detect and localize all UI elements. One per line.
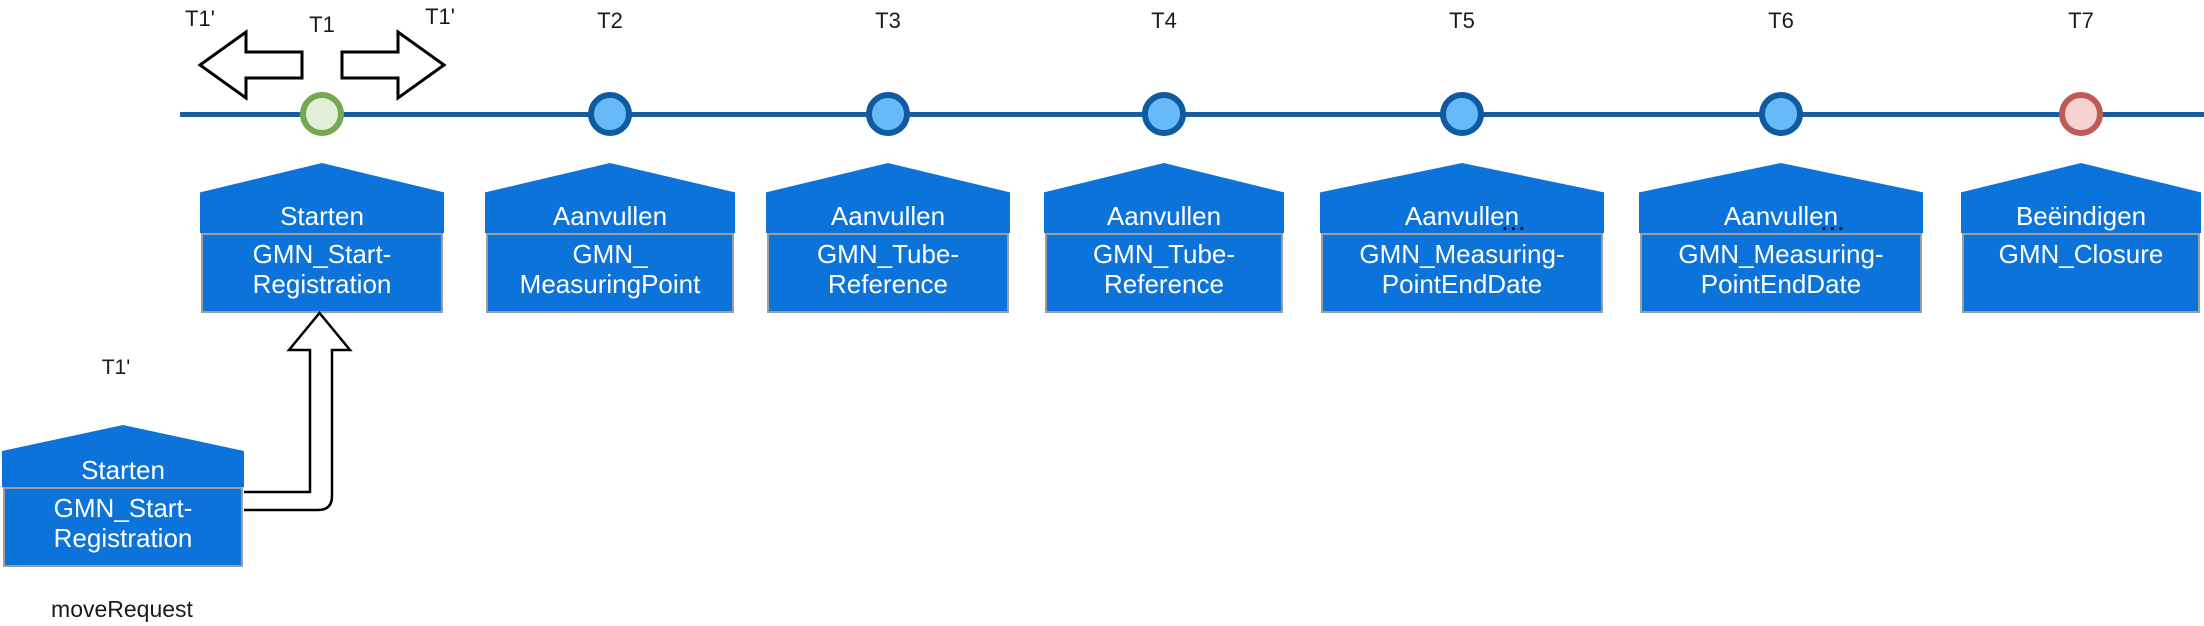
event-shape: Aanvullen GMN_Tube- Reference xyxy=(1044,163,1284,313)
event-marker-circle-blue xyxy=(1142,92,1186,136)
action-label: Aanvullen xyxy=(552,201,668,231)
event-marker-circle-blue xyxy=(588,92,632,136)
event-marker-circle-blue xyxy=(866,92,910,136)
action-label: Aanvullen xyxy=(1723,201,1839,231)
action-label: Aanvullen xyxy=(1106,201,1222,231)
action-label: Starten xyxy=(81,455,165,485)
action-label: Aanvullen xyxy=(1404,201,1520,231)
time-label: T2 xyxy=(597,8,623,33)
pending-move-request-shape: Starten GMN_Start- Registration xyxy=(2,425,244,567)
event-roof: Aanvullen xyxy=(1044,163,1284,233)
code-label: GMN_Start- Registration xyxy=(3,487,243,567)
time-label: T7 xyxy=(2068,8,2094,33)
ellipsis-label: ... xyxy=(1502,213,1528,235)
timeline-axis xyxy=(180,112,2204,117)
code-label: GMN_Tube- Reference xyxy=(1045,233,1283,313)
event-roof: Starten xyxy=(200,163,444,233)
code-label: GMN_Start- Registration xyxy=(201,233,443,313)
move-marker-left-label: T1' xyxy=(185,6,215,31)
code-label: GMN_Measuring- PointEndDate xyxy=(1321,233,1603,313)
time-label: T3 xyxy=(875,8,901,33)
event-roof: Aanvullen xyxy=(485,163,735,233)
action-label: Starten xyxy=(280,201,364,231)
event-roof: Beëindigen xyxy=(1961,163,2201,233)
time-label: T4 xyxy=(1151,8,1177,33)
timeline-event-t3: T3 Aanvullen GMN_Tube- Reference xyxy=(766,0,1010,320)
bent-up-arrow-icon xyxy=(244,311,353,512)
event-shape: Beëindigen GMN_Closure xyxy=(1961,163,2201,313)
ellipsis-label: ... xyxy=(1821,213,1847,235)
event-marker-circle-red xyxy=(2059,92,2103,136)
event-roof: Aanvullen ... xyxy=(1320,163,1604,233)
code-label: GMN_Tube- Reference xyxy=(767,233,1009,313)
event-shape: Aanvullen ... GMN_Measuring- PointEndDat… xyxy=(1320,163,1604,313)
time-label: T6 xyxy=(1768,8,1794,33)
event-marker-circle-green xyxy=(300,92,344,136)
event-shape: Aanvullen GMN_ MeasuringPoint xyxy=(485,163,735,313)
code-label: GMN_Measuring- PointEndDate xyxy=(1640,233,1922,313)
timeline-event-t5: T5 Aanvullen ... GMN_Measuring- PointEnd… xyxy=(1320,0,1604,320)
action-label: Beëindigen xyxy=(2015,201,2147,231)
event-shape: Starten GMN_Start- Registration xyxy=(200,163,444,313)
timeline-event-t1: T1 Starten GMN_Start- Registration xyxy=(200,0,444,320)
event-shape: Aanvullen ... GMN_Measuring- PointEndDat… xyxy=(1639,163,1923,313)
pending-move-marker-label: T1' xyxy=(101,356,131,379)
action-label: Aanvullen xyxy=(830,201,946,231)
timeline-event-t7: T7 Beëindigen GMN_Closure xyxy=(1961,0,2201,320)
event-roof: Starten xyxy=(2,425,244,487)
event-roof: Aanvullen xyxy=(766,163,1010,233)
code-label: GMN_Closure xyxy=(1962,233,2200,313)
move-marker-right-label: T1' xyxy=(425,4,455,29)
event-marker-circle-blue xyxy=(1759,92,1803,136)
time-label: T5 xyxy=(1449,8,1475,33)
event-roof: Aanvullen ... xyxy=(1639,163,1923,233)
time-label: T1 xyxy=(309,12,335,37)
timeline-event-t6: T6 Aanvullen ... GMN_Measuring- PointEnd… xyxy=(1639,0,1923,320)
timeline-event-t4: T4 Aanvullen GMN_Tube- Reference xyxy=(1044,0,1284,320)
move-request-caption: moveRequest xyxy=(51,596,193,622)
event-shape: Aanvullen GMN_Tube- Reference xyxy=(766,163,1010,313)
timeline-event-t2: T2 Aanvullen GMN_ MeasuringPoint xyxy=(485,0,735,320)
event-marker-circle-blue xyxy=(1440,92,1484,136)
code-label: GMN_ MeasuringPoint xyxy=(486,233,734,313)
